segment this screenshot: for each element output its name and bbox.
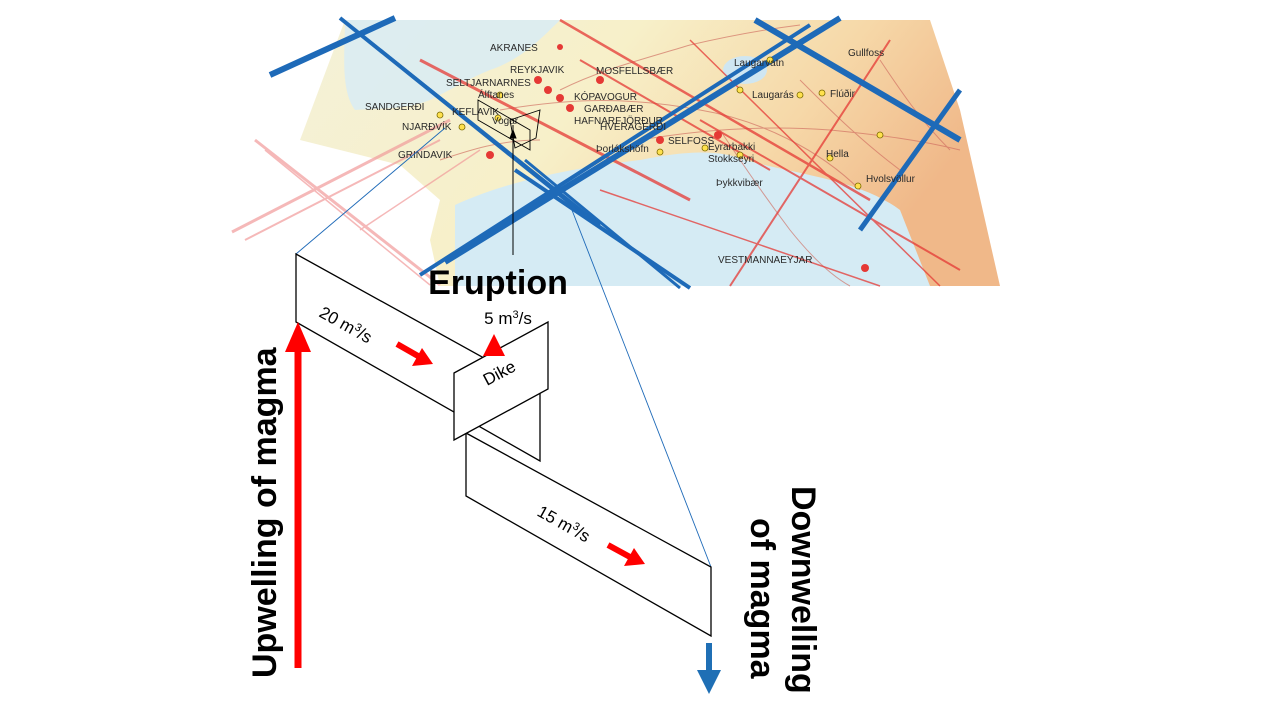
- inflow-arrow: [395, 341, 433, 366]
- downwelling-arrow: [697, 643, 721, 694]
- upwelling-label: Upwelling of magma: [246, 346, 284, 678]
- place-name: Laugarvatn: [734, 58, 784, 69]
- place-name: Hella: [826, 149, 849, 160]
- map-dike-marker: [477, 99, 541, 255]
- downwelling-label-line2: of magma: [743, 518, 781, 680]
- place-name: Gullfoss: [848, 48, 884, 59]
- map: AKRANES REYKJAVIK MOSFELLSBÆR SELTJARNAR…: [231, 15, 1000, 290]
- place-name: KEFLAVIK: [452, 107, 499, 118]
- place-name: Stokkseyri: [708, 154, 754, 165]
- place-name: HAFNARFJÖRÐUR: [574, 115, 663, 127]
- place-name: Þorlákshöfn: [596, 144, 649, 155]
- place-name: Álftanes: [478, 88, 514, 101]
- place-name: SELFOSS: [668, 136, 714, 147]
- place-name: VESTMANNAEYJAR: [718, 255, 812, 266]
- place-name: GARÐABÆR: [584, 104, 643, 115]
- place-name: GRINDAVIK: [398, 150, 453, 161]
- upwelling-arrow: [285, 322, 311, 668]
- projection-lines: [295, 127, 712, 568]
- place-name: SELTJARNARNES: [446, 78, 531, 89]
- map-roads: [439, 24, 961, 287]
- flow-arrows: [285, 322, 645, 668]
- map-fissures: [268, 15, 963, 290]
- dike-plane: [453, 320, 549, 442]
- place-name: AKRANES: [490, 43, 538, 54]
- place-name: MOSFELLSBÆR: [596, 66, 673, 77]
- downwelling-label-line1: Downwelling: [784, 486, 822, 694]
- map-place-names: AKRANES REYKJAVIK MOSFELLSBÆR SELTJARNAR…: [365, 43, 916, 266]
- place-name: KÓPAVOGUR: [574, 90, 637, 103]
- place-name: Þykkvibær: [716, 178, 763, 189]
- place-name: SANDGERÐI: [365, 102, 424, 113]
- outflow-arrow: [606, 542, 645, 566]
- place-name: NJARÐVÍK: [402, 120, 452, 133]
- place-name: Vogar: [492, 116, 519, 127]
- place-name: REYKJAVIK: [510, 65, 565, 76]
- place-name: Hvolsvöllur: [866, 174, 916, 185]
- map-faults-faded: [231, 118, 481, 287]
- place-name: Flúðir: [830, 88, 856, 100]
- eruption-arrow: [483, 334, 505, 356]
- eruption-rate-label: 5 m3/s: [484, 309, 532, 328]
- place-name: Eyrarbakki: [708, 142, 755, 153]
- map-lake: [723, 56, 767, 84]
- place-name: Laugarás: [752, 90, 794, 101]
- map-towns: [436, 44, 884, 272]
- map-sea-north: [344, 20, 560, 110]
- place-name: HVERAGERÐI: [600, 122, 666, 133]
- outflow-sill: [465, 431, 712, 638]
- eruption-label: Eruption: [428, 264, 568, 302]
